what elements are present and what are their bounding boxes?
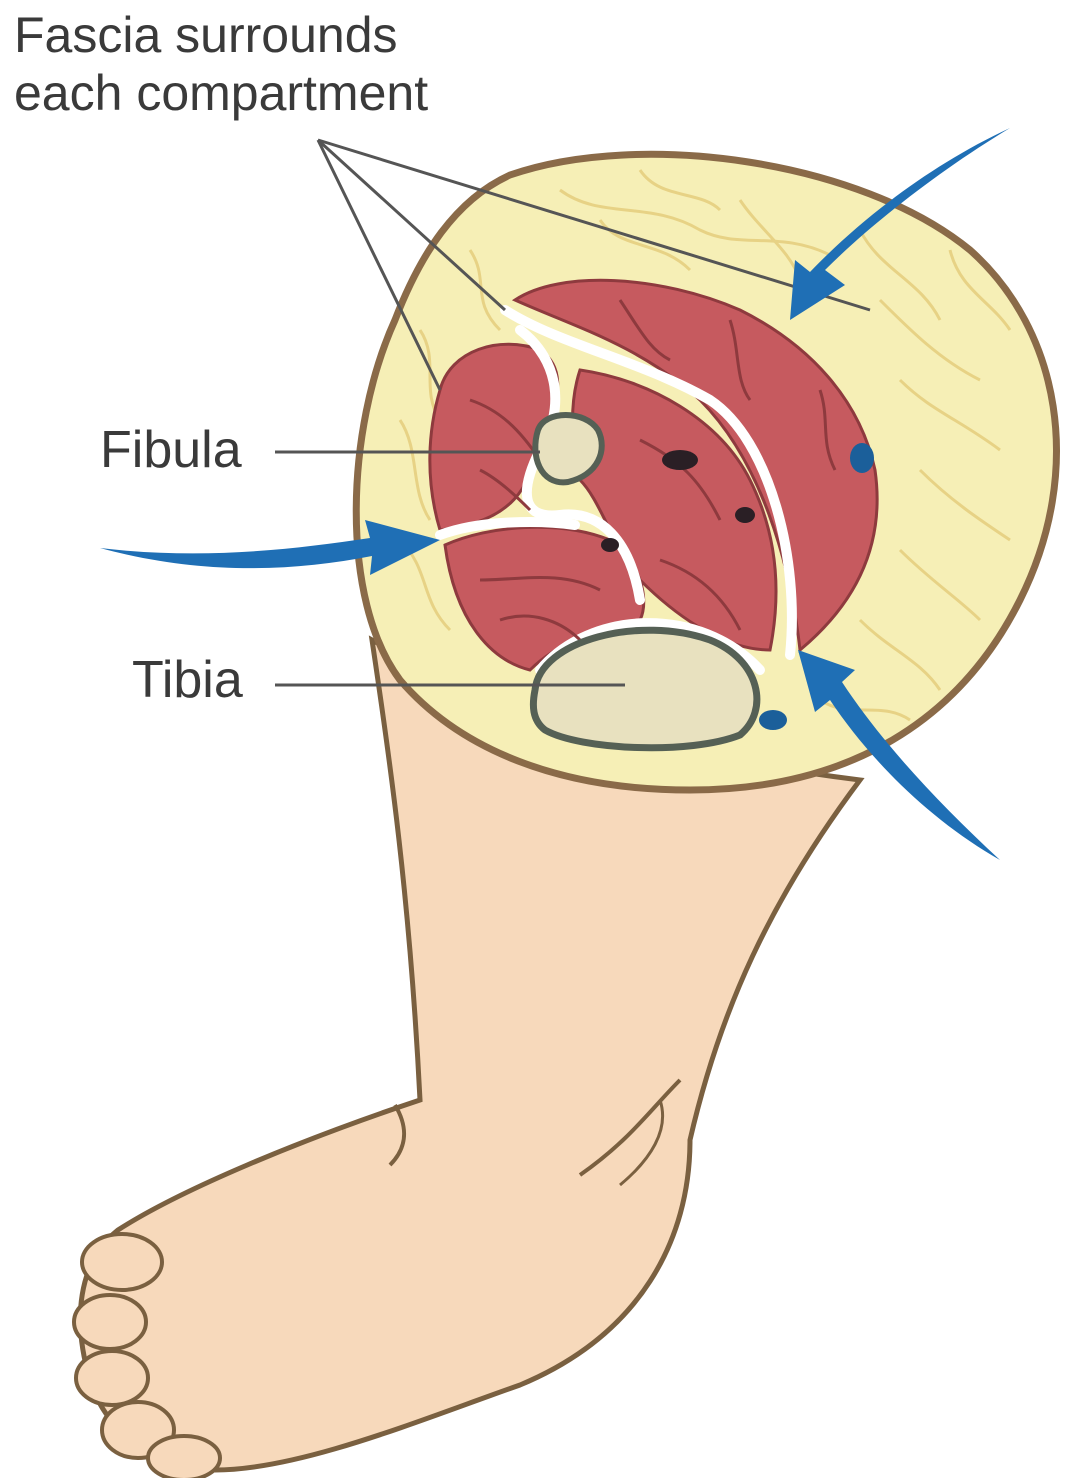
pressure-arrow-icon xyxy=(100,520,440,575)
toes xyxy=(72,1232,222,1478)
leader-lines xyxy=(275,138,871,687)
tibia-label: Tibia xyxy=(132,651,243,709)
leg-and-foot xyxy=(72,635,865,1478)
fibula-label: Fibula xyxy=(100,421,242,479)
fibula-bone xyxy=(532,412,605,486)
fascia-label-line1: Fascia surrounds xyxy=(14,7,398,63)
blood-vessels xyxy=(759,443,874,730)
tibia-bone xyxy=(529,626,761,752)
cross-section xyxy=(352,150,1060,794)
fascia-label-line2: each compartment xyxy=(14,65,429,121)
pressure-arrow-icon xyxy=(790,128,1010,320)
leg-outline xyxy=(77,635,865,1473)
pressure-arrows xyxy=(100,128,1010,860)
pressure-arrow-icon xyxy=(798,650,1000,860)
